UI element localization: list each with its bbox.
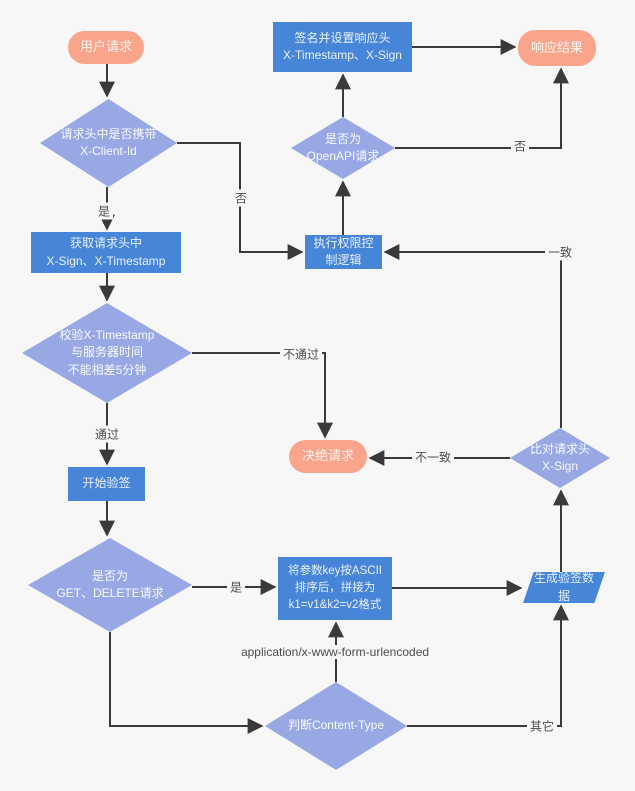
node-get-headers: 获取请求头中 X-Sign、X-Timestamp (31, 232, 181, 273)
edge-label-yes-method: 是 (226, 578, 246, 596)
node-start: 用户请求 (68, 31, 144, 64)
edge-label-pass: 通过 (91, 425, 123, 443)
edge-label-yes-client-id: 是 (94, 202, 114, 220)
edge-label-match: 一致 (544, 243, 576, 261)
node-response-result: 响应结果 (518, 30, 596, 66)
node-reject-request: 决绝请求 (289, 440, 367, 473)
edge-label-no-openapi: 否 (510, 137, 530, 155)
edge-label-not-pass: 不通过 (279, 345, 323, 363)
connector-check-timestamp-reject-request (192, 352, 333, 439)
edge-label-other: 其它 (526, 717, 558, 735)
connector-check-method-check-content-type (109, 632, 264, 734)
node-gen-sign-data: 生成验签数 据 (523, 572, 605, 603)
node-sign-response: 签名并设置响应头 X-Timestamp、X-Sign (273, 22, 412, 72)
connector-check-openapi-response-result (395, 67, 569, 149)
connector-check-content-type-gen-sign-data (407, 604, 569, 727)
node-exec-permission: 执行权限控 制逻辑 (305, 235, 382, 269)
edge-label-not-match: 不一致 (411, 448, 455, 466)
node-start-verify: 开始验签 (68, 467, 145, 501)
node-sort-params: 将参数key按ASCII 排序后，拼接为 k1=v1&k2=v2格式 (278, 557, 392, 620)
edge-label-no-client-id: 否 (231, 189, 251, 207)
edge-label-form-urlencoded: application/x-www-form-urlencoded (237, 645, 433, 659)
connector-compare-sign-exec-permission (383, 244, 562, 428)
